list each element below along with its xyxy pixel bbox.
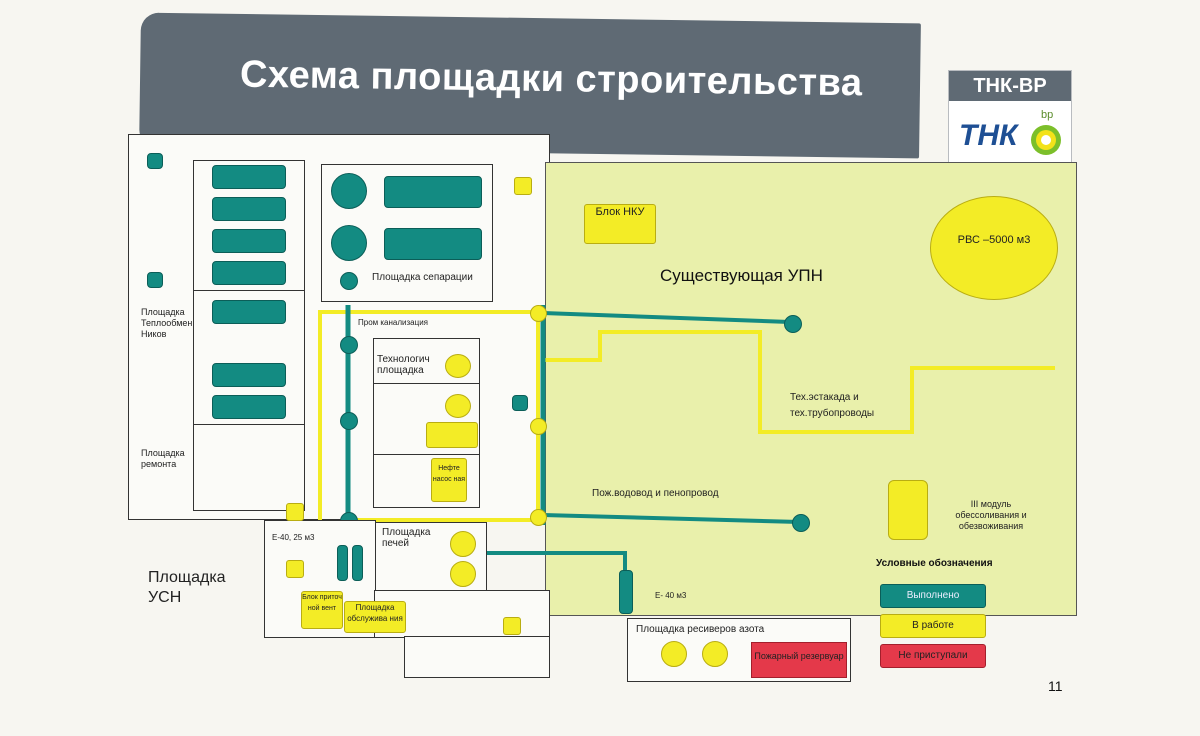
heat-exchanger-6 — [212, 363, 286, 387]
label-service: Площадка обслужива ния — [344, 601, 406, 633]
heat-exchanger-3 — [212, 229, 286, 253]
separator-tank-2 — [384, 228, 482, 260]
label-e40: Е- 40 м3 — [655, 591, 687, 600]
logo-bp-text: bp — [1041, 109, 1054, 121]
green-pipe-water — [542, 513, 801, 524]
valve-water — [792, 514, 810, 532]
label-e40-25: Е-40, 25 м3 — [272, 533, 315, 542]
separator-1 — [331, 173, 367, 209]
heat-exchanger-7 — [212, 395, 286, 419]
label-furnaces: Площадка печей — [382, 527, 431, 549]
logo-tnk-text: ТНК — [959, 119, 1018, 152]
e40-25-tank-2 — [352, 545, 363, 581]
label-sewer: Пром канализация — [358, 318, 428, 327]
usn-small-1 — [286, 503, 304, 521]
tech-yellow-tank — [426, 422, 478, 448]
separator-3 — [340, 272, 358, 290]
e40-tank — [619, 570, 633, 614]
label-separation: Площадка сепарации — [372, 272, 473, 283]
label-nku: Блок НКУ — [584, 204, 656, 244]
legend-not-started: Не приступали — [880, 644, 986, 668]
yellow-node-3 — [530, 509, 547, 526]
label-heat: Площадка Теплообмен Ников — [141, 307, 193, 339]
label-vent: Блок приточ ной вент — [301, 591, 343, 629]
label-waterpipe: Пож.водовод и пенопровод — [592, 488, 719, 499]
yellow-estacade-pipe — [545, 330, 1055, 434]
furnace-2 — [450, 561, 476, 587]
small-yellow-unit-top — [514, 177, 532, 195]
page-number: 11 — [1048, 678, 1063, 694]
tech-yellow-2 — [445, 394, 471, 418]
logo-top-text: ТНК-ВР — [949, 71, 1071, 101]
furnace-1 — [450, 531, 476, 557]
label-estacade: Тех.эстакада и тех.трубопроводы — [790, 392, 875, 419]
green-pipe-e40 — [485, 551, 627, 590]
label-usn: Площадка УСН — [148, 569, 226, 606]
label-upn: Существующая УПН — [660, 266, 823, 285]
label-pumps: Нефте насос ная — [431, 458, 467, 502]
lower-block-2 — [404, 636, 550, 678]
e40-25-tank-1 — [337, 545, 348, 581]
node-2 — [340, 412, 358, 430]
nitrogen-receiver-2 — [702, 641, 728, 667]
rvs-tank: РВС –5000 м3 — [930, 196, 1058, 300]
yellow-node-2 — [530, 418, 547, 435]
label-module: III модуль обессоливания и обезвоживания — [955, 499, 1027, 531]
small-unit-top — [147, 153, 163, 169]
heat-exchanger-2 — [212, 197, 286, 221]
heat-exchanger-4 — [212, 261, 286, 285]
nitrogen-receiver-1 — [661, 641, 687, 667]
small-unit-mid — [512, 395, 528, 411]
usn-small-3 — [503, 617, 521, 635]
node-1 — [340, 336, 358, 354]
legend-in-progress: В работе — [880, 614, 986, 638]
legend-done: Выполнено — [880, 584, 986, 608]
legend-title: Условные обозначения — [876, 558, 993, 569]
label-repair: Площадка ремонта — [141, 448, 185, 469]
tnk-bp-logo: ТНК-ВР ТНК bp — [948, 70, 1072, 172]
bp-helios-icon — [1031, 125, 1061, 155]
heat-exchanger-5 — [212, 300, 286, 324]
yellow-pipe-main — [318, 310, 540, 590]
repair-block — [193, 424, 305, 511]
tech-yellow-1 — [445, 354, 471, 378]
label-tech: Технологич площадка — [377, 354, 430, 376]
usn-small-2 — [286, 560, 304, 578]
green-pipe-top — [542, 311, 791, 324]
yellow-node-1 — [530, 305, 547, 322]
separator-tank-1 — [384, 176, 482, 208]
small-unit-left — [147, 272, 163, 288]
heat-exchanger-1 — [212, 165, 286, 189]
module-3-unit — [888, 480, 928, 540]
label-nitrogen: Площадка ресиверов азота — [636, 624, 765, 635]
label-firetank: Пожарный резервуар — [751, 642, 847, 678]
separator-2 — [331, 225, 367, 261]
valve-top — [784, 315, 802, 333]
